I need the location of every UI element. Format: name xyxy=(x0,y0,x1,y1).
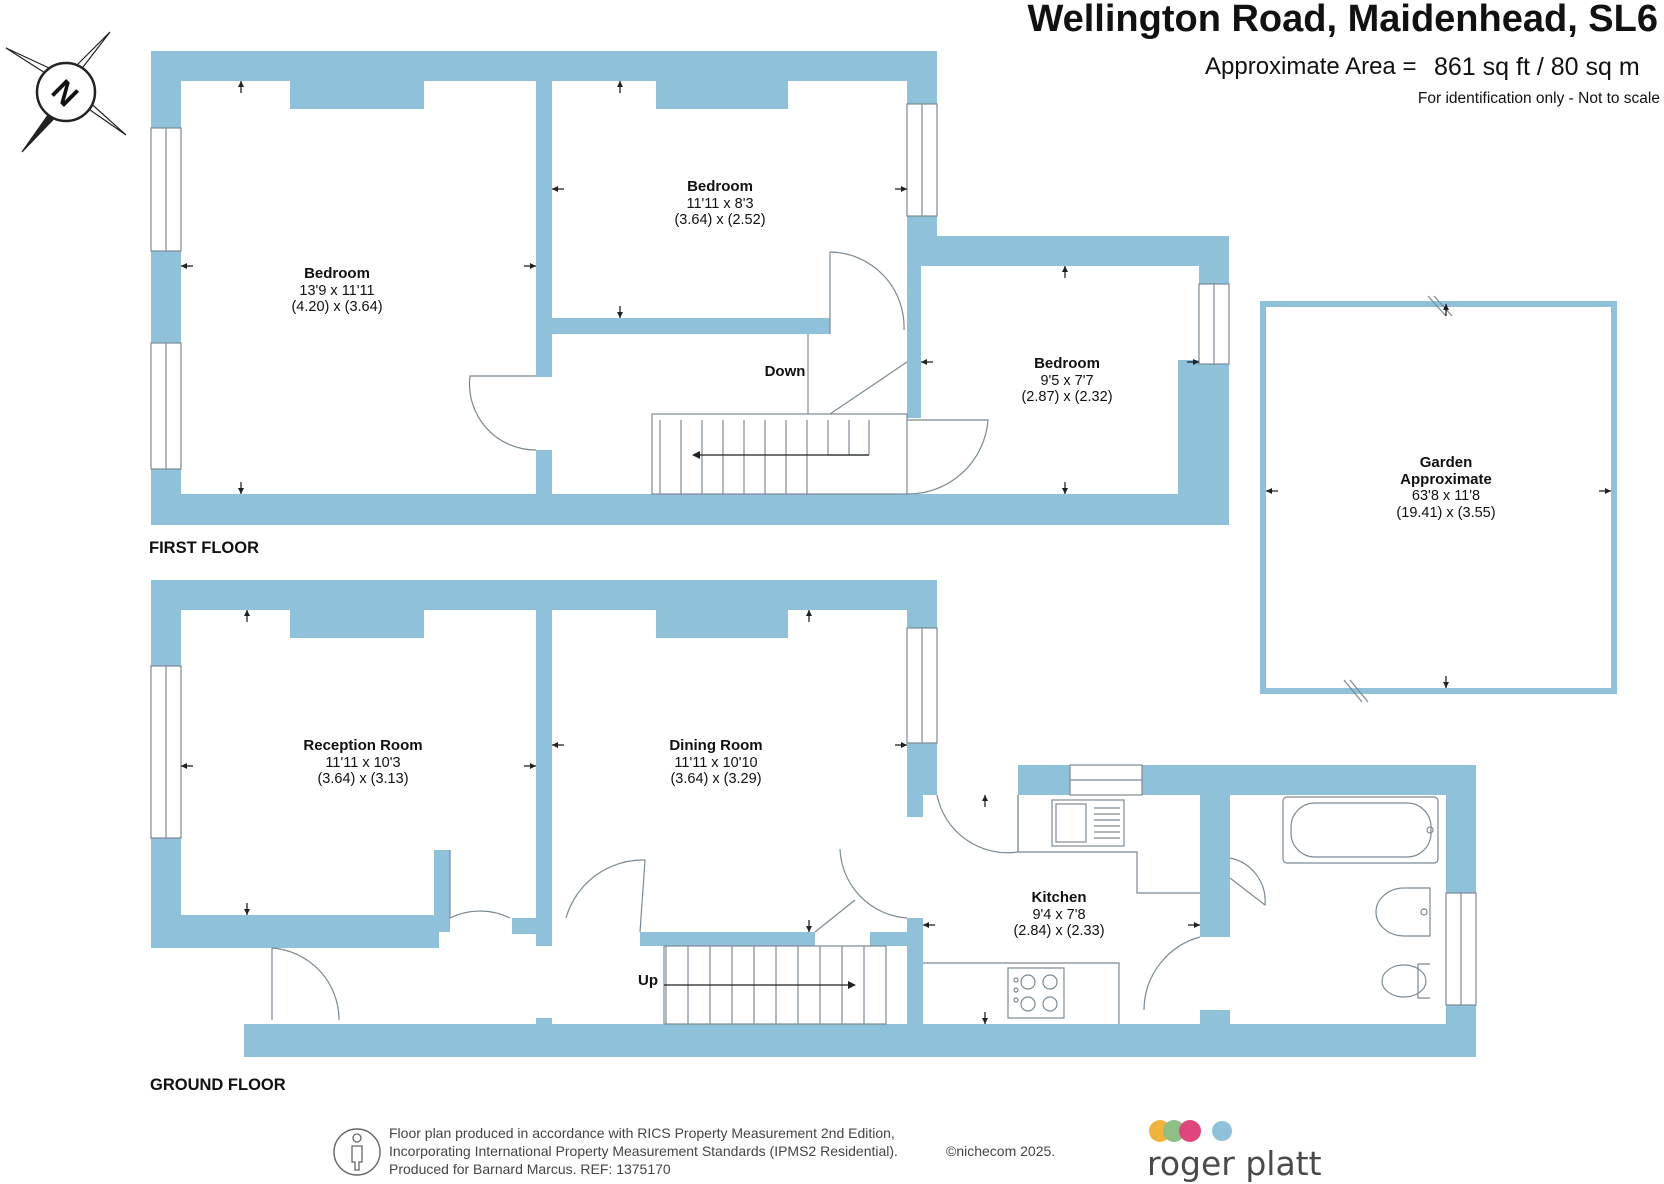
room-name: Bedroom xyxy=(687,178,753,195)
kitchen-units xyxy=(923,795,1200,1024)
footer-line-3: Produced for Barnard Marcus. REF: 137517… xyxy=(389,1161,671,1177)
door-swing xyxy=(1229,857,1266,907)
dimension-arrow-icon xyxy=(1188,922,1200,928)
door-swing xyxy=(449,850,511,919)
dimension-arrow-icon xyxy=(524,263,536,269)
door-swing xyxy=(936,794,1019,854)
footer-line-2: Incorporating International Property Mea… xyxy=(389,1143,898,1159)
room-dimensions-imperial: 11'11 x 8'3 xyxy=(686,196,753,212)
first-floor-label: FIRST FLOOR xyxy=(149,539,259,557)
room-dimensions-metric: (3.64) x (3.13) xyxy=(317,771,408,787)
door-swing xyxy=(271,947,340,1021)
room-dimensions-imperial: 11'11 x 10'3 xyxy=(325,755,400,771)
dimension-arrow-icon xyxy=(238,482,244,494)
garden-dimensions-metric: (19.41) x (3.55) xyxy=(1396,505,1495,521)
brand-dot xyxy=(1212,1121,1232,1141)
garden-outline xyxy=(1260,295,1617,703)
ground-floor-label: GROUND FLOOR xyxy=(150,1076,286,1094)
brand-dot xyxy=(1163,1120,1185,1142)
dimension-arrow-icon xyxy=(617,81,623,93)
room-garden: Garden Approximate 63'8 x 11'8 (19.41) x… xyxy=(1396,454,1495,521)
disclaimer-text: For identification only - Not to scale xyxy=(1418,90,1660,107)
ground-floor-staircase xyxy=(663,899,887,1025)
door-swing xyxy=(468,375,537,451)
property-title: Wellington Road, Maidenhead, SL6 xyxy=(1027,0,1658,40)
dimension-arrow-icon xyxy=(1443,304,1449,316)
dimension-arrow-icon xyxy=(895,742,907,748)
dimension-arrow-icon xyxy=(1062,482,1068,494)
room-name: Bedroom xyxy=(304,265,370,282)
room-dimensions-imperial: 9'5 x 7'7 xyxy=(1040,373,1093,389)
dimension-arrow-icon xyxy=(982,795,988,807)
sink-icon xyxy=(1051,799,1125,847)
dimension-arrow-icon xyxy=(806,610,812,622)
dimension-arrow-icon xyxy=(1599,488,1611,494)
room-reception: Reception Room 11'11 x 10'3 (3.64) x (3.… xyxy=(303,737,422,787)
dimension-arrow-icon xyxy=(524,763,536,769)
door-swing xyxy=(829,251,905,334)
area-value: 861 sq ft / 80 sq m xyxy=(1434,53,1640,81)
stairs-down-label: Down xyxy=(765,363,806,380)
dimension-arrow-icon xyxy=(921,359,933,365)
garden-name: Garden xyxy=(1420,454,1473,471)
dimension-arrow-icon xyxy=(244,903,250,915)
dimension-arrow-icon xyxy=(552,742,564,748)
footer-copyright: ©nichecom 2025. xyxy=(946,1143,1055,1159)
room-kitchen: Kitchen 9'4 x 7'8 (2.84) x (2.33) xyxy=(1013,889,1104,939)
brand-dot xyxy=(1179,1120,1201,1142)
room-dimensions-imperial: 13'9 x 11'11 xyxy=(299,283,374,299)
dimension-arrow-icon xyxy=(181,763,193,769)
brand-name: roger platt xyxy=(1147,1144,1322,1183)
dimension-arrow-icon xyxy=(1266,488,1278,494)
room-name: Dining Room xyxy=(669,737,762,754)
room-name: Kitchen xyxy=(1031,889,1086,906)
toilet-icon xyxy=(1417,963,1430,999)
room-dimensions-imperial: 9'4 x 7'8 xyxy=(1032,907,1085,923)
garden-dimensions-imperial: 63'8 x 11'8 xyxy=(1412,488,1480,504)
room-name: Reception Room xyxy=(303,737,422,754)
room-dimensions-metric: (2.84) x (2.33) xyxy=(1013,923,1104,939)
dimension-arrow-icon xyxy=(1187,359,1199,365)
door-swing xyxy=(565,859,646,933)
washbasin-icon xyxy=(1375,887,1431,937)
door-swing xyxy=(906,419,989,495)
footer-line-1: Floor plan produced in accordance with R… xyxy=(389,1125,895,1141)
dimension-arrow-icon xyxy=(895,186,907,192)
room-name: Bedroom xyxy=(1034,355,1100,372)
door-swing xyxy=(1143,936,1201,1011)
dimension-arrow-icon xyxy=(806,920,812,932)
dimension-arrows xyxy=(181,81,1611,1024)
roger-platt-logo: roger platt xyxy=(1147,1120,1322,1183)
dimension-arrow-icon xyxy=(617,306,623,318)
room-bedroom-1: Bedroom 13'9 x 11'11 (4.20) x (3.64) xyxy=(291,265,382,315)
room-bedroom-2: Bedroom 11'11 x 8'3 (3.64) x (2.52) xyxy=(674,178,765,228)
room-dimensions-metric: (4.20) x (3.64) xyxy=(291,299,382,315)
dimension-arrow-icon xyxy=(1062,266,1068,278)
dimension-arrow-icon xyxy=(238,81,244,93)
dimension-arrow-icon xyxy=(982,1012,988,1024)
area-label: Approximate Area = xyxy=(1205,53,1416,80)
bathroom-fittings xyxy=(1282,796,1439,999)
ground-floor-walls xyxy=(151,580,1476,1057)
room-dimensions-imperial: 11'11 x 10'10 xyxy=(674,755,757,771)
room-bedroom-3: Bedroom 9'5 x 7'7 (2.87) x (2.32) xyxy=(1021,355,1112,405)
room-dining: Dining Room 11'11 x 10'10 (3.64) x (3.29… xyxy=(669,737,762,787)
stairs-up-label: Up xyxy=(638,972,658,989)
room-dimensions-metric: (3.64) x (2.52) xyxy=(674,212,765,228)
bathtub-icon xyxy=(1282,796,1439,864)
hob-icon xyxy=(1007,967,1065,1019)
dimension-arrow-icon xyxy=(1443,676,1449,688)
rics-info-icon xyxy=(333,1128,381,1176)
dimension-arrow-icon xyxy=(552,186,564,192)
room-dimensions-metric: (3.64) x (3.29) xyxy=(670,771,761,787)
compass-north-icon: N xyxy=(5,31,127,153)
dimension-arrow-icon xyxy=(244,610,250,622)
first-floor-staircase xyxy=(651,334,908,495)
room-dimensions-metric: (2.87) x (2.32) xyxy=(1021,389,1112,405)
dimension-arrow-icon xyxy=(923,922,935,928)
garden-qualifier: Approximate xyxy=(1400,471,1492,488)
dimension-arrow-icon xyxy=(181,263,193,269)
door-swing xyxy=(839,848,908,919)
